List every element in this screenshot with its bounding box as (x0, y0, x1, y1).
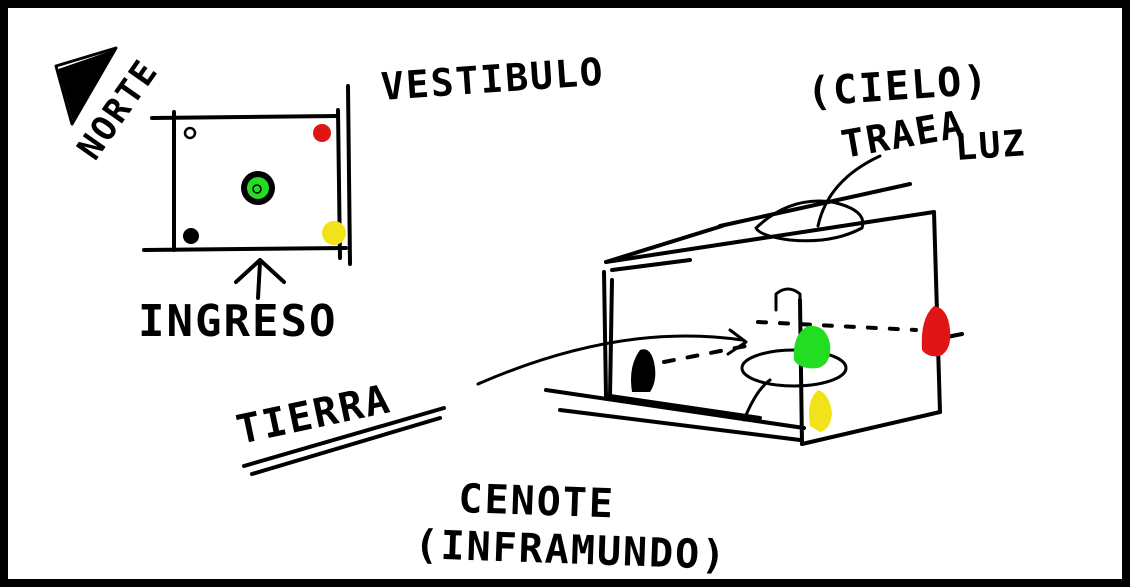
label-ingreso: INGRESO (138, 296, 337, 347)
plan-yellow-marker (322, 221, 346, 245)
axis-dashed (756, 320, 918, 332)
section-red-figure (921, 306, 951, 357)
plan-small-circle-icon (183, 126, 197, 140)
plan-red-marker (313, 124, 331, 142)
leader-luz (816, 154, 882, 228)
section-box (544, 182, 964, 446)
section-green-figure (793, 325, 831, 369)
north-arrow-icon (54, 46, 118, 126)
label-luz: LUZ (954, 123, 1028, 169)
tierra-underline (242, 406, 446, 468)
skylight-opening (754, 199, 865, 243)
cenote-leader (742, 378, 772, 422)
label-inframundo: (INFRAMUNDO) (414, 522, 728, 579)
section-black-figure (631, 349, 656, 392)
label-cielo: (CIELO) (805, 57, 990, 116)
plan-green-center-marker (241, 171, 275, 205)
label-vestibulo: VESTIBULO (380, 49, 606, 109)
plan-vestibulo (142, 84, 352, 266)
label-tierra: TIERRA (233, 376, 396, 454)
path-arrow-curve (476, 334, 744, 386)
plan-black-marker (183, 228, 199, 244)
tierra-underline-2 (250, 416, 442, 476)
entrance-arrow-icon (234, 258, 286, 300)
label-cenote: CENOTE (458, 476, 616, 527)
path-arrowhead-icon (726, 328, 748, 356)
doorway (774, 287, 802, 314)
section-yellow-figure (809, 390, 832, 432)
